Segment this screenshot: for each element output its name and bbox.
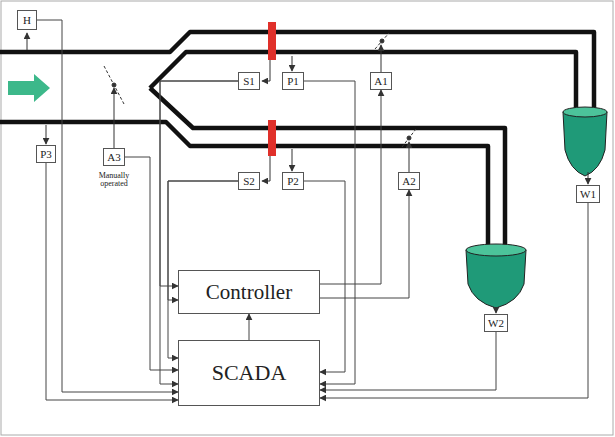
sensor-lead	[292, 149, 293, 171]
signal-wire	[160, 81, 238, 384]
signal-wire	[320, 203, 588, 398]
instrument-box: S1	[238, 72, 260, 90]
sensor-lead	[46, 125, 47, 144]
pipe-wall	[150, 88, 505, 248]
instrument-tag: P2	[287, 176, 299, 187]
instrument-tag: P3	[40, 149, 52, 160]
instrument-box: P1	[282, 72, 304, 90]
sensor-band	[268, 120, 276, 156]
flow-arrow	[8, 74, 50, 102]
sensor-lead	[588, 172, 589, 184]
pipe-wall	[0, 122, 488, 248]
sensor-leads	[27, 33, 588, 313]
instrument-tag: A2	[402, 176, 415, 187]
instrument-box: A3	[103, 148, 125, 166]
box-title: Controller	[206, 282, 292, 303]
valves	[104, 33, 416, 147]
tank-2	[466, 244, 526, 308]
valve-pivot	[380, 39, 384, 43]
valve-pivot	[407, 136, 411, 140]
instrument-tag: S2	[243, 176, 255, 187]
valve-disc	[375, 33, 389, 49]
actuator-lead	[409, 142, 410, 172]
pipe-walls	[0, 32, 594, 248]
sensor-band	[268, 22, 276, 60]
instrument-tag: S1	[243, 76, 255, 87]
tank-1	[563, 107, 607, 176]
instrument-box: A1	[370, 72, 392, 90]
sensor-lead	[292, 56, 293, 71]
instrument-box: A2	[398, 172, 420, 190]
instrument-box: H	[17, 10, 37, 30]
controller-box: Controller	[178, 270, 320, 314]
actuator-lead	[114, 88, 115, 148]
box-title: SCADA	[212, 362, 287, 384]
actuator-lead	[381, 45, 382, 72]
instrument-tag: W1	[580, 189, 596, 200]
sensor-lead	[262, 60, 270, 81]
note-label: Manually operated	[86, 172, 142, 189]
instrument-tag: A3	[107, 152, 120, 163]
signal-wire	[320, 190, 409, 298]
signal-wire	[37, 20, 178, 392]
instrument-box: S2	[238, 172, 260, 190]
instrument-box: W1	[576, 185, 600, 203]
sensor-lead	[262, 156, 270, 181]
signal-wire	[46, 163, 178, 400]
signal-wire	[320, 332, 496, 390]
valve-pivot	[112, 83, 116, 87]
signal-wire	[160, 81, 238, 286]
pipe-wall	[0, 32, 594, 112]
scada-box: SCADA	[178, 340, 320, 406]
instrument-tag: A1	[374, 76, 387, 87]
instrument-tag: H	[23, 15, 31, 26]
instrument-box: P2	[282, 172, 304, 190]
instrument-box: W2	[484, 314, 508, 332]
instrument-box: P3	[36, 145, 56, 163]
sensor-lead	[496, 308, 497, 313]
instrument-tag: W2	[488, 318, 504, 329]
signal-wire	[320, 90, 381, 284]
pipe-wall	[150, 52, 576, 112]
sensor-lead	[27, 33, 28, 50]
instrument-tag: P1	[287, 76, 299, 87]
signal-wire	[304, 81, 355, 384]
signal-wire	[125, 157, 178, 370]
signal-wire	[249, 314, 250, 340]
